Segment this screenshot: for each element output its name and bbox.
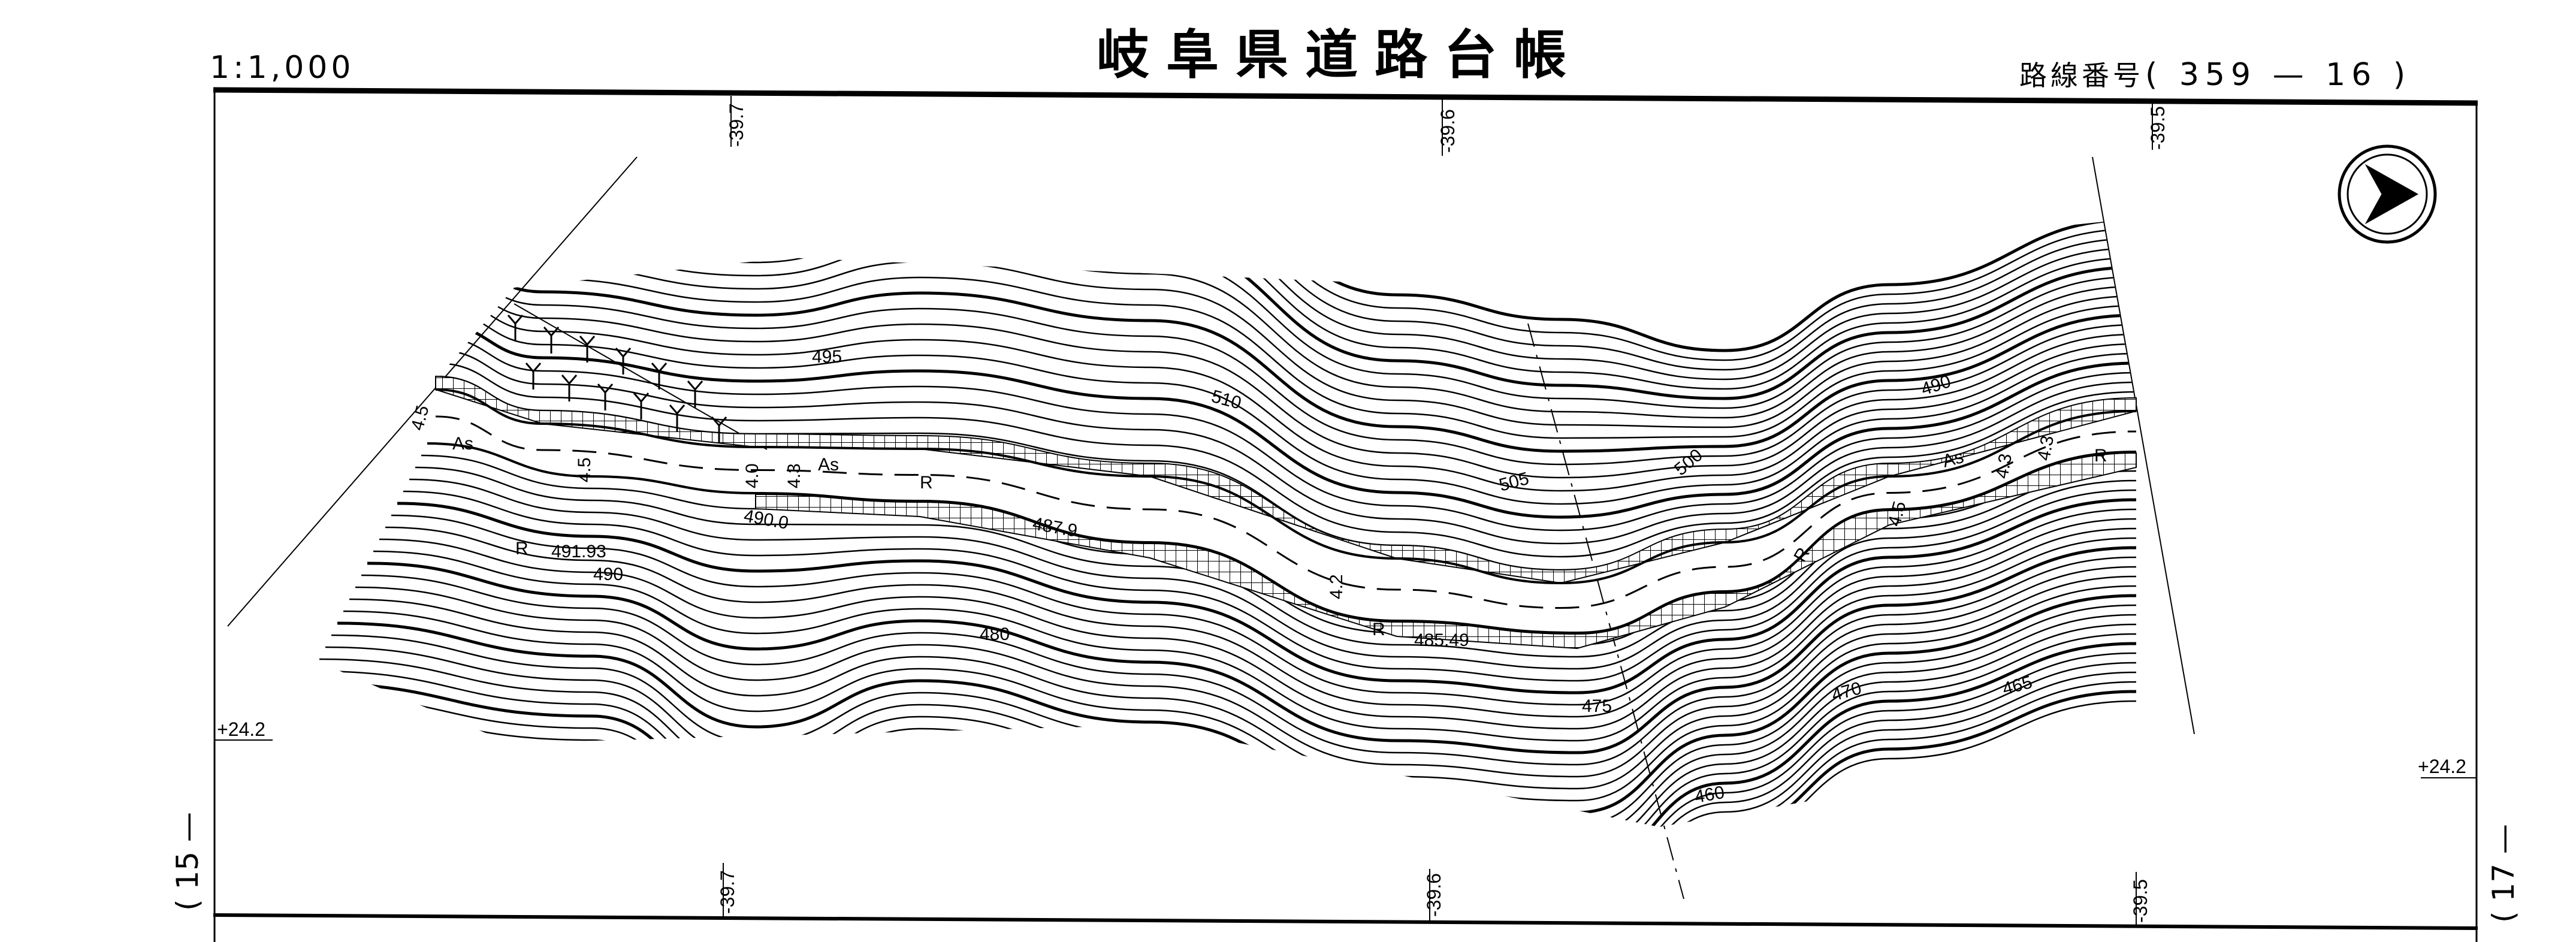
contour-label: 500 bbox=[1671, 445, 1707, 479]
route-number-label: 路線番号 bbox=[2019, 59, 2144, 92]
curb-mark: R bbox=[2094, 446, 2107, 466]
contour-label: 505 bbox=[1497, 469, 1531, 496]
grid-ticks bbox=[215, 96, 2477, 926]
contour-line bbox=[435, 230, 2137, 428]
grid-label-top-3: -39.5 bbox=[2147, 106, 2169, 150]
spot-height: 491.93 bbox=[551, 542, 606, 561]
contour-line bbox=[435, 256, 2137, 453]
contour-label: 490 bbox=[593, 564, 623, 584]
grid-label-left: +24.2 bbox=[217, 718, 265, 740]
contour-line bbox=[361, 556, 2137, 766]
road-width-label: 4.0 bbox=[742, 463, 762, 488]
contour-line bbox=[435, 349, 2137, 545]
contour-line bbox=[435, 283, 2137, 479]
grid-label-top-1: -39.7 bbox=[726, 103, 747, 147]
contour-line bbox=[435, 270, 2137, 466]
contour-line bbox=[421, 454, 2137, 646]
contour-line bbox=[435, 222, 2137, 381]
wasteland-symbol bbox=[633, 393, 650, 419]
contour-line bbox=[289, 671, 2137, 827]
wasteland-symbol bbox=[597, 384, 614, 410]
contour-line bbox=[391, 508, 2137, 706]
surface-label: As bbox=[1940, 447, 1965, 472]
contour-line bbox=[349, 575, 2137, 790]
road-width-label: 4.5 bbox=[1885, 499, 1910, 529]
road-width-label: 4.2 bbox=[1327, 574, 1346, 599]
wasteland-symbol bbox=[561, 375, 578, 401]
curb-mark: R bbox=[515, 539, 529, 558]
road-width-label: 4.5 bbox=[575, 457, 594, 482]
wasteland-symbol bbox=[669, 404, 685, 431]
grid-label-bottom-3: -39.5 bbox=[2130, 879, 2151, 923]
wasteland-symbol bbox=[543, 327, 560, 354]
grid-label-top-2: -39.6 bbox=[1437, 109, 1458, 153]
contour-line bbox=[435, 362, 2137, 558]
wasteland-symbol bbox=[525, 363, 542, 390]
road-width-label: 4.3 bbox=[784, 463, 804, 488]
contour-line bbox=[403, 489, 2137, 682]
contour-line bbox=[435, 322, 2137, 519]
contour-line bbox=[397, 498, 2137, 695]
scale-label: 1:1,000 bbox=[210, 50, 354, 86]
contour-line bbox=[435, 336, 2137, 532]
curb-mark: R bbox=[920, 473, 933, 493]
adjacent-sheet-left: ( 15 — bbox=[170, 812, 205, 911]
contour-line bbox=[367, 546, 2137, 754]
surface-label: As bbox=[818, 455, 839, 475]
north-arrow-icon bbox=[2338, 144, 2437, 244]
grid-label-right: +24.2 bbox=[2418, 756, 2466, 777]
contour-line bbox=[385, 518, 2137, 718]
wasteland-symbol bbox=[579, 336, 596, 363]
contour-label: 480 bbox=[980, 624, 1010, 644]
wasteland-symbol bbox=[651, 363, 668, 390]
contour-line bbox=[307, 642, 2137, 827]
contour-label: 475 bbox=[1582, 696, 1612, 716]
grid-label-bottom-2: -39.6 bbox=[1423, 873, 1445, 917]
retaining-wall-upper bbox=[435, 375, 2137, 584]
road-width-label: 4.5 bbox=[407, 403, 433, 433]
spot-height: 485.49 bbox=[1414, 630, 1469, 650]
contour-line bbox=[343, 585, 2137, 802]
road-edge-upper bbox=[435, 388, 2137, 585]
page-title: 岐阜県道路台帳 bbox=[1097, 24, 1583, 86]
adjacent-sheet-right: ( 17 — bbox=[2486, 824, 2521, 923]
grid-label-bottom-1: -39.7 bbox=[717, 870, 738, 914]
wasteland-symbol bbox=[615, 348, 632, 375]
road-centerline bbox=[435, 415, 2137, 609]
contour-label: 470 bbox=[1829, 678, 1864, 705]
contour-line bbox=[435, 243, 2137, 439]
route-number: ( 359 — 16 ) bbox=[2145, 57, 2411, 93]
wasteland-symbol bbox=[507, 315, 524, 342]
contour-label: 490 bbox=[1919, 372, 1953, 400]
contour-label: 495 bbox=[812, 347, 842, 367]
contour-line bbox=[435, 222, 2137, 419]
road-width-label: 4.3 bbox=[2034, 434, 2058, 462]
contour-line bbox=[435, 296, 2137, 492]
contour-line bbox=[373, 537, 2137, 742]
road-width-label: 4.3 bbox=[1992, 452, 2016, 480]
vegetation-symbols bbox=[507, 315, 727, 443]
contour-line bbox=[435, 309, 2137, 505]
curb-mark: R bbox=[1372, 620, 1385, 639]
contour-line bbox=[415, 466, 2137, 658]
map-frame bbox=[213, 87, 2478, 942]
contour-line bbox=[409, 478, 2137, 670]
contour-line bbox=[355, 566, 2137, 778]
contour-line bbox=[435, 222, 2137, 352]
survey-boundaries bbox=[227, 156, 2195, 899]
road-edge-lower bbox=[427, 442, 2137, 635]
contour-line bbox=[379, 527, 2137, 730]
surface-label: As bbox=[452, 434, 473, 454]
contour-label: 460 bbox=[1693, 783, 1726, 807]
contour-line bbox=[271, 700, 2137, 827]
road bbox=[427, 375, 2137, 650]
wasteland-symbol bbox=[711, 416, 727, 443]
wasteland-symbol bbox=[687, 381, 703, 407]
